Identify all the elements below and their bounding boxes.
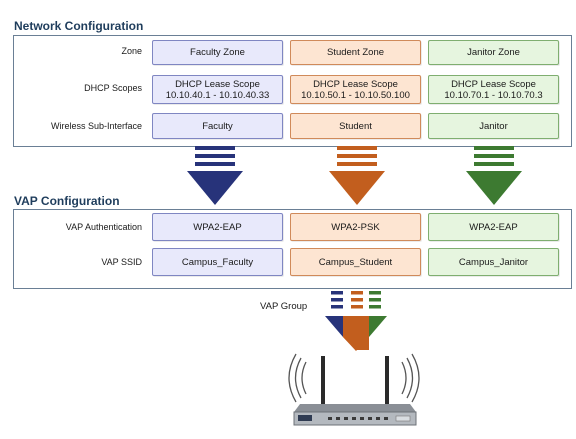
vap-group-label: VAP Group <box>260 301 308 312</box>
faculty-auth-cell: WPA2-EAP <box>152 213 283 241</box>
student-ssid-cell: Campus_Student <box>290 248 421 276</box>
janitor-ssid-cell: Campus_Janitor <box>428 248 559 276</box>
row-label-vap-authentication: VAP Authentication <box>65 222 142 232</box>
faculty-interface-cell: Faculty <box>152 113 283 139</box>
faculty-ssid-cell: Campus_Faculty <box>152 248 283 276</box>
janitor-zone-cell: Janitor Zone <box>428 40 559 65</box>
row-label-zone: Zone <box>121 46 142 56</box>
faculty-arrow <box>187 146 243 205</box>
janitor-auth-cell: WPA2-EAP <box>428 213 559 241</box>
student-interface-cell: Student <box>290 113 421 139</box>
row-label-dhcp-scopes: DHCP Scopes <box>84 83 142 93</box>
vap-group-arrow <box>325 291 387 351</box>
janitor-interface-cell: Janitor <box>428 113 559 139</box>
janitor-arrow <box>466 146 522 205</box>
student-arrow <box>329 146 385 205</box>
row-label-wireless-sub-interface: Wireless Sub-Interface <box>50 121 142 131</box>
student-zone-cell: Student Zone <box>290 40 421 65</box>
student-auth-cell: WPA2-PSK <box>290 213 421 241</box>
network-config-title: Network Configuration <box>14 19 144 33</box>
vap-config-title: VAP Configuration <box>14 194 120 208</box>
wireless-access-point-icon <box>288 353 420 426</box>
row-label-vap-ssid: VAP SSID <box>101 257 142 267</box>
faculty-zone-cell: Faculty Zone <box>152 40 283 65</box>
